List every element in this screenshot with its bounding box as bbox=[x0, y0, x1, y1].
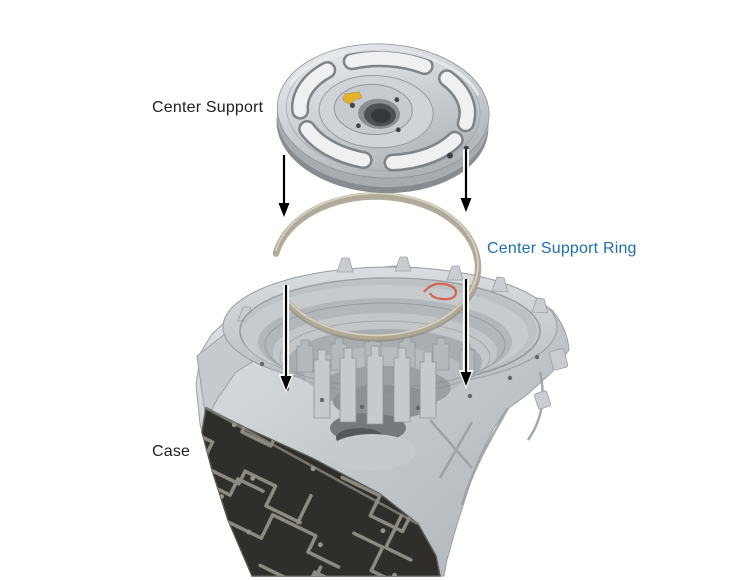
case-label: Case bbox=[152, 443, 191, 460]
case-valve-body-edge bbox=[205, 406, 419, 526]
center-support-ring-photo bbox=[272, 192, 482, 342]
support-center-hole-deep bbox=[370, 108, 391, 123]
support-hub-bolt-holes bbox=[349, 97, 401, 133]
support-top-highlight bbox=[289, 48, 480, 96]
center-support-photo bbox=[276, 43, 490, 194]
down-arrow-icon bbox=[458, 279, 474, 389]
case-flange-bolt-holes bbox=[259, 354, 540, 411]
center-support-ring-label: Center Support Ring bbox=[487, 240, 637, 257]
case-photo bbox=[195, 256, 570, 577]
snap-ring-highlight bbox=[275, 192, 479, 337]
support-yellow-paint-mark bbox=[342, 91, 363, 105]
case-rim-tabs bbox=[237, 256, 549, 322]
case-bore-opening bbox=[328, 434, 416, 470]
case-splines-front bbox=[313, 345, 437, 425]
case-red-marker-scribble bbox=[423, 282, 458, 301]
support-slots bbox=[291, 49, 477, 172]
down-arrow-icon bbox=[278, 285, 294, 393]
assembly-arrows bbox=[276, 149, 474, 393]
center-support-label: Center Support bbox=[152, 99, 264, 116]
down-arrow-icon bbox=[458, 149, 474, 215]
down-arrow-icon bbox=[276, 155, 292, 220]
case-right-flange-bumps bbox=[533, 348, 569, 410]
